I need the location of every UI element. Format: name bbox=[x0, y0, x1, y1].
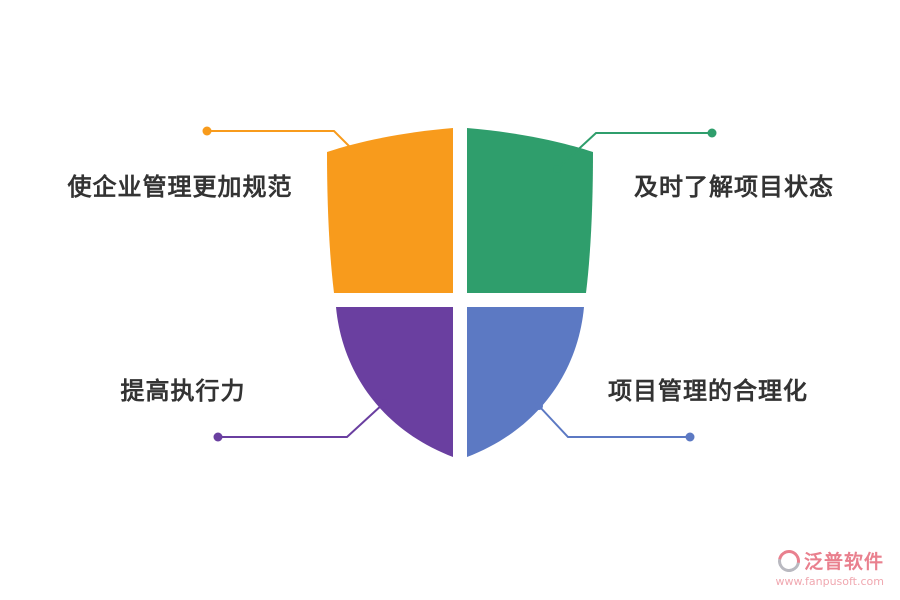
connector-top-left bbox=[202, 126, 363, 160]
label-bottom-left: 提高执行力 bbox=[120, 377, 246, 405]
shield-quadrant-bottom-right bbox=[467, 307, 584, 457]
connector-line-bottom-left bbox=[218, 402, 385, 438]
label-top-left: 使企业管理更加规范 bbox=[67, 173, 293, 201]
fanpu-brand-row: 泛普软件 bbox=[773, 545, 884, 576]
connector-top-right bbox=[553, 128, 717, 173]
shield-quadrant-top-right bbox=[467, 128, 593, 293]
connector-dot-top-right-inner bbox=[553, 165, 561, 173]
fanpu-brand-name: 泛普软件 bbox=[803, 551, 884, 573]
connector-line-top-right bbox=[556, 132, 712, 170]
connector-bottom-left bbox=[213, 399, 388, 442]
connector-line-bottom-right bbox=[538, 405, 690, 438]
connector-dot-top-left-outer bbox=[202, 126, 212, 136]
connector-bottom-right bbox=[535, 402, 695, 442]
connector-dot-bottom-right-outer bbox=[685, 432, 695, 442]
connector-dot-bottom-right-inner bbox=[535, 402, 543, 410]
connector-line-top-left bbox=[207, 130, 363, 160]
connector-dot-bottom-left-outer bbox=[213, 432, 223, 442]
shield-quadrant-top-left bbox=[327, 128, 453, 293]
fanpu-watermark: 泛普软件 www.fanpusoft.com bbox=[773, 545, 884, 588]
label-bottom-right: 项目管理的合理化 bbox=[608, 377, 808, 405]
connector-dot-bottom-left-inner bbox=[380, 399, 388, 407]
connector-dot-top-right-outer bbox=[707, 128, 717, 138]
fanpu-logo-icon bbox=[773, 545, 805, 576]
shield-quadrant-bottom-left bbox=[336, 307, 453, 457]
label-top-right: 及时了解项目状态 bbox=[634, 173, 834, 201]
fanpu-watermark-url: www.fanpusoft.com bbox=[775, 575, 884, 588]
